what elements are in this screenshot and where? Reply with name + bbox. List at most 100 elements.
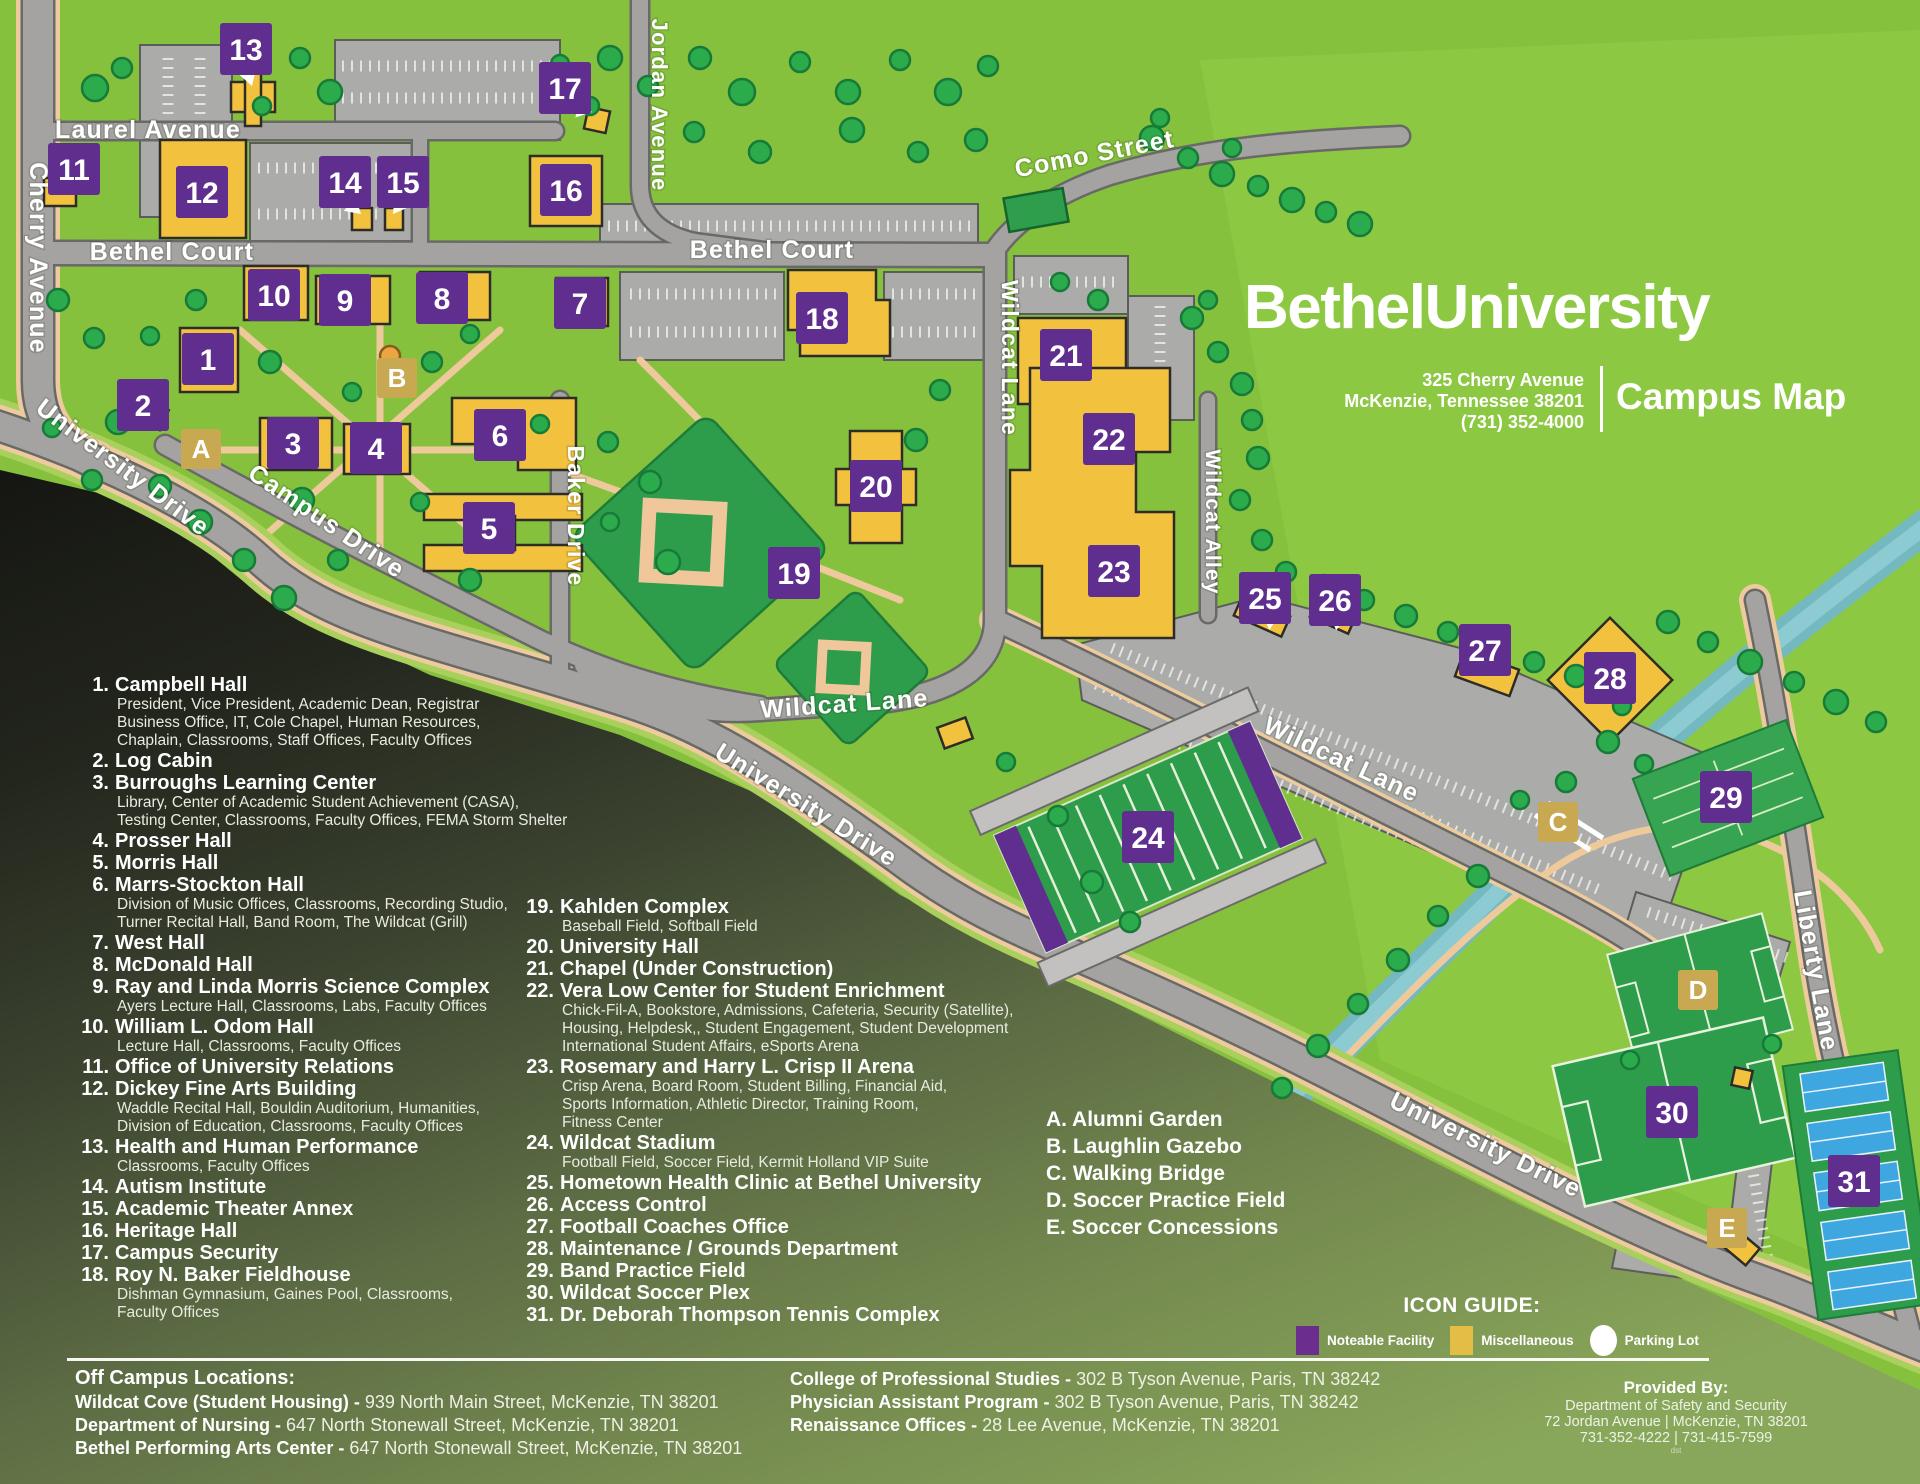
address-line: McKenzie, Tennessee 38201 xyxy=(1344,391,1584,411)
map-marker-30[interactable]: 30 xyxy=(1646,1086,1698,1138)
tree-icon xyxy=(139,325,161,347)
map-marker-16[interactable]: 16 xyxy=(540,164,592,216)
tree-icon xyxy=(687,45,713,71)
tree-icon xyxy=(1563,663,1589,689)
legend-item: 21.Chapel (Under Construction) xyxy=(526,958,834,980)
tree-icon xyxy=(1633,753,1655,775)
map-marker-24[interactable]: 24 xyxy=(1122,811,1174,863)
tree-icon xyxy=(995,751,1017,773)
legend-item: 26.Access Control xyxy=(526,1194,707,1216)
icon-guide-item: Parking Lot xyxy=(1589,1325,1699,1356)
map-marker-23[interactable]: 23 xyxy=(1088,545,1140,597)
map-marker-28[interactable]: 28 xyxy=(1584,652,1636,704)
map-marker-15[interactable]: 15 xyxy=(377,156,429,208)
tree-icon xyxy=(1522,650,1546,674)
svg-text:24: 24 xyxy=(1131,822,1165,855)
tree-icon xyxy=(316,78,344,106)
tree-icon xyxy=(1270,1076,1294,1100)
map-marker-2[interactable]: 2 xyxy=(117,379,169,431)
map-marker-20[interactable]: 20 xyxy=(850,460,902,512)
tree-icon xyxy=(420,350,444,374)
legend-item: 16.Heritage Hall xyxy=(81,1220,238,1242)
svg-text:4: 4 xyxy=(368,433,385,466)
legend-item: 29.Band Practice Field xyxy=(526,1260,746,1282)
map-marker-13[interactable]: 13 xyxy=(220,23,272,75)
tree-icon xyxy=(637,469,663,495)
tree-icon xyxy=(1509,789,1531,811)
map-marker-29[interactable]: 29 xyxy=(1700,771,1752,823)
tree-icon xyxy=(1228,488,1252,512)
map-marker-C[interactable]: C xyxy=(1538,802,1578,842)
map-marker-7[interactable]: 7 xyxy=(554,277,606,329)
map-marker-22[interactable]: 22 xyxy=(1083,413,1135,465)
tree-icon xyxy=(976,54,1000,78)
svg-text:7: 7 xyxy=(572,288,589,321)
map-marker-8[interactable]: 8 xyxy=(416,272,468,324)
map-marker-9[interactable]: 9 xyxy=(319,274,371,326)
map-marker-5[interactable]: 5 xyxy=(463,502,515,554)
map-marker-6[interactable]: 6 xyxy=(474,409,526,461)
tree-icon xyxy=(326,548,350,572)
tree-icon xyxy=(231,547,257,573)
map-marker-21[interactable]: 21 xyxy=(1040,329,1092,381)
tree-icon xyxy=(529,413,551,435)
map-marker-31[interactable]: 31 xyxy=(1828,1155,1880,1207)
map-marker-E[interactable]: E xyxy=(1707,1208,1747,1248)
svg-text:17: 17 xyxy=(548,73,581,106)
svg-text:27: 27 xyxy=(1468,635,1501,668)
tree-icon xyxy=(1049,271,1071,293)
map-marker-14[interactable]: 14 xyxy=(319,156,371,208)
tree-icon xyxy=(933,77,963,107)
map-marker-10[interactable]: 10 xyxy=(248,269,300,321)
legend-letter-item: E. Soccer Concessions xyxy=(1046,1216,1279,1239)
tree-icon xyxy=(747,139,773,165)
tree-icon xyxy=(1655,609,1681,635)
map-marker-19[interactable]: 19 xyxy=(768,547,820,599)
map-marker-26[interactable]: 26 xyxy=(1309,574,1361,626)
address-line: 325 Cherry Avenue xyxy=(1422,370,1584,390)
svg-text:8: 8 xyxy=(434,283,451,316)
map-marker-A[interactable]: A xyxy=(181,429,221,469)
tree-icon xyxy=(288,46,312,70)
map-marker-B[interactable]: B xyxy=(377,358,417,398)
legend-item: 22.Vera Low Center for Student Enrichmen… xyxy=(526,980,1014,1055)
tree-icon xyxy=(1314,200,1338,224)
svg-text:1: 1 xyxy=(200,344,217,377)
legend-letter-item: B. Laughlin Gazebo xyxy=(1046,1135,1243,1158)
tree-icon xyxy=(1385,947,1411,973)
tree-icon xyxy=(82,326,106,350)
legend-item: 15.Academic Theater Annex xyxy=(81,1198,354,1220)
tree-icon xyxy=(1426,904,1450,928)
header: BethelUniversity 325 Cherry Avenue McKen… xyxy=(1180,272,1880,448)
tree-icon xyxy=(1761,1033,1783,1055)
map-marker-3[interactable]: 3 xyxy=(267,417,319,469)
map-marker-D[interactable]: D xyxy=(1678,970,1718,1010)
street-label-cherry-avenue: Cherry Avenue xyxy=(24,162,52,354)
map-marker-12[interactable]: 12 xyxy=(176,166,228,218)
tree-icon xyxy=(257,349,283,375)
map-marker-1[interactable]: 1 xyxy=(182,333,234,385)
map-marker-27[interactable]: 27 xyxy=(1459,624,1511,676)
university-address: 325 Cherry Avenue McKenzie, Tennessee 38… xyxy=(1190,370,1584,433)
program-item: College of Professional Studies - 302 B … xyxy=(790,1369,1381,1389)
legend-item: 20.University Hall xyxy=(526,936,699,958)
map-marker-4[interactable]: 4 xyxy=(350,422,402,474)
map-marker-17[interactable]: 17 xyxy=(539,62,591,114)
svg-text:9: 9 xyxy=(337,285,354,318)
tree-icon xyxy=(270,584,298,612)
map-marker-25[interactable]: 25 xyxy=(1239,572,1291,624)
tree-icon xyxy=(1086,288,1110,312)
tree-icon xyxy=(1197,289,1219,311)
map-marker-11[interactable]: 11 xyxy=(48,143,100,195)
provided-by-line: 72 Jordan Avenue | McKenzie, TN 38201 xyxy=(1544,1414,1808,1430)
provided-by-fineprint: dst xyxy=(1670,1446,1682,1455)
map-marker-18[interactable]: 18 xyxy=(796,292,848,344)
